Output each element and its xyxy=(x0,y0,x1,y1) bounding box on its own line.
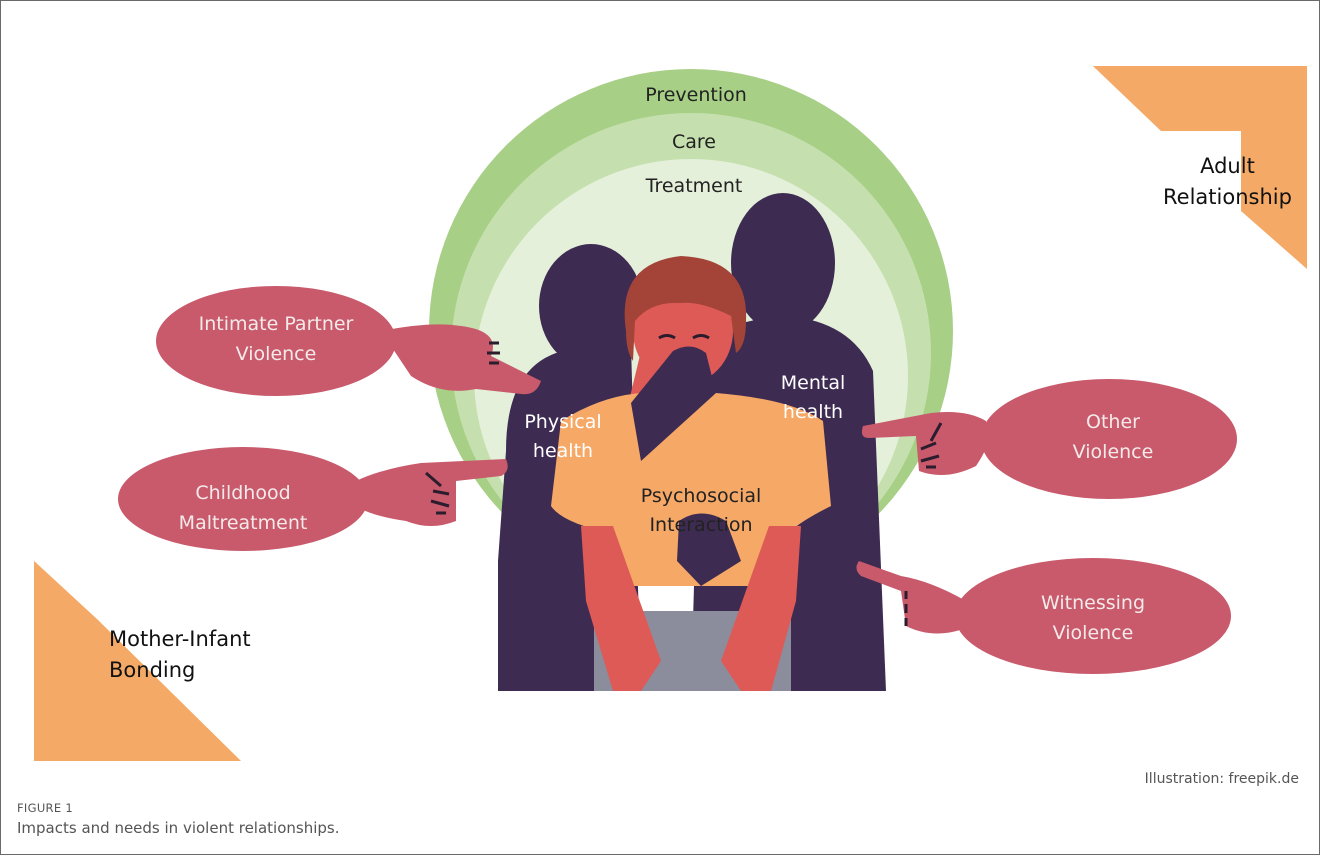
bubble-label-childhood: Childhood Maltreatment xyxy=(179,478,308,538)
bubble-witnessing xyxy=(856,558,1231,674)
bubble-label-line: Childhood xyxy=(195,482,291,504)
ring-label-prevention: Prevention xyxy=(645,84,747,106)
bubble-label-line: Violence xyxy=(1072,441,1154,463)
figure-number: FIGURE 1 xyxy=(17,801,73,815)
bubble-label-line: Violence xyxy=(235,343,317,365)
health-label-line: Physical xyxy=(524,411,602,433)
corner-label-mother-infant: Mother-Infant Bonding xyxy=(109,624,251,686)
corner-label-line: Adult xyxy=(1200,154,1255,178)
bubble-label-other: Other Violence xyxy=(1073,407,1154,467)
bubble-label-line: Intimate Partner xyxy=(198,313,354,335)
bubble-label-line: Other xyxy=(1086,411,1140,433)
bubble-label-line: Witnessing xyxy=(1040,592,1146,614)
corner-label-line: Bonding xyxy=(109,658,196,682)
label-psychosocial-interaction: Psychosocial Interaction xyxy=(641,482,762,540)
figure-caption: Impacts and needs in violent relationshi… xyxy=(17,819,340,837)
ring-label-treatment: Treatment xyxy=(645,175,743,197)
health-label-line: health xyxy=(782,401,844,423)
label-physical-health: Physical health xyxy=(524,408,601,466)
bubble-childhood xyxy=(118,447,508,551)
health-label-line: Psychosocial xyxy=(640,485,762,507)
health-label-line: Interaction xyxy=(649,514,753,536)
health-label-line: health xyxy=(532,440,594,462)
illustration-credit: Illustration: freepik.de xyxy=(1144,771,1299,787)
corner-label-line: Mother-Infant xyxy=(109,627,251,651)
corner-label-adult-relationship: Adult Relationship xyxy=(1163,151,1292,213)
bubble-label-line: Violence xyxy=(1052,622,1134,644)
woman-figure xyxy=(551,256,831,691)
corner-triangle-bottom-left xyxy=(34,561,241,761)
corner-triangle-top-right xyxy=(1093,66,1307,269)
ring-label-care: Care xyxy=(672,131,716,153)
health-label-line: Mental xyxy=(780,372,846,394)
pointing-hand-icon xyxy=(920,422,943,469)
pointing-hand-icon xyxy=(425,471,450,515)
bubble-label-intimate-partner: Intimate Partner Violence xyxy=(199,309,354,369)
bubble-intimate-partner xyxy=(156,286,541,396)
bubble-other xyxy=(861,379,1237,499)
corner-label-line: Relationship xyxy=(1163,185,1292,209)
bubble-label-line: Maltreatment xyxy=(178,512,308,534)
pointing-hand-icon xyxy=(487,341,500,365)
label-mental-health: Mental health xyxy=(781,369,846,427)
bubble-label-witnessing: Witnessing Violence xyxy=(1041,588,1145,648)
